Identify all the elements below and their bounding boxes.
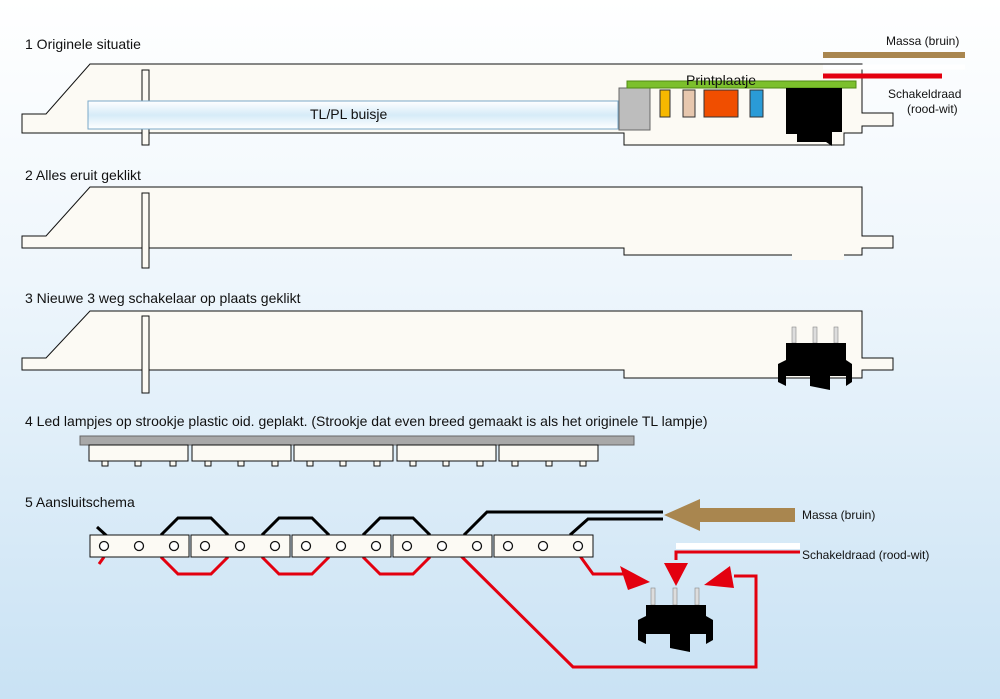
tube-endcap (618, 87, 651, 131)
led-strip-4 (88, 444, 599, 467)
step-1-title: 1 Originele situatie (25, 36, 141, 52)
red-arrow-left (620, 566, 650, 590)
brown-arrow (664, 499, 795, 531)
step-5-title: 5 Aansluitschema (25, 494, 135, 510)
ground-label-5: Massa (bruin) (802, 508, 876, 522)
ground-links (95, 510, 663, 539)
switch-wire-label-5: Schakeldraad (rood-wit) (802, 548, 930, 562)
pcb (626, 80, 857, 89)
housing-2 (21, 186, 894, 269)
step-4-title: 4 Led lampjes op strookje plastic oid. g… (25, 413, 708, 429)
switch-wire-label-1: Schakeldraad (888, 87, 962, 101)
component-beige (682, 89, 696, 118)
switched-links (97, 550, 800, 669)
component-blue (749, 89, 764, 118)
red-arrow-right (704, 566, 734, 588)
tube (87, 100, 619, 130)
component-yellow (659, 89, 671, 118)
tube-label: TL/PL buisje (310, 106, 388, 122)
ground-label-1: Massa (bruin) (886, 34, 960, 48)
three-way-switch-5 (638, 587, 713, 652)
component-orange (703, 89, 739, 118)
plastic-strip (79, 435, 635, 446)
red-arrow-middle (664, 563, 688, 586)
step-3-title: 3 Nieuwe 3 weg schakelaar op plaats gekl… (25, 290, 301, 306)
three-way-switch-3 (778, 326, 852, 390)
pcb-label: Printplaatje (686, 72, 757, 88)
switch-1 (786, 88, 842, 146)
led-contacts-5 (98, 540, 584, 552)
step-2-title: 2 Alles eruit geklikt (25, 167, 141, 183)
switch-wire-sub-1: (rood-wit) (907, 102, 958, 116)
housing-3 (21, 310, 894, 394)
